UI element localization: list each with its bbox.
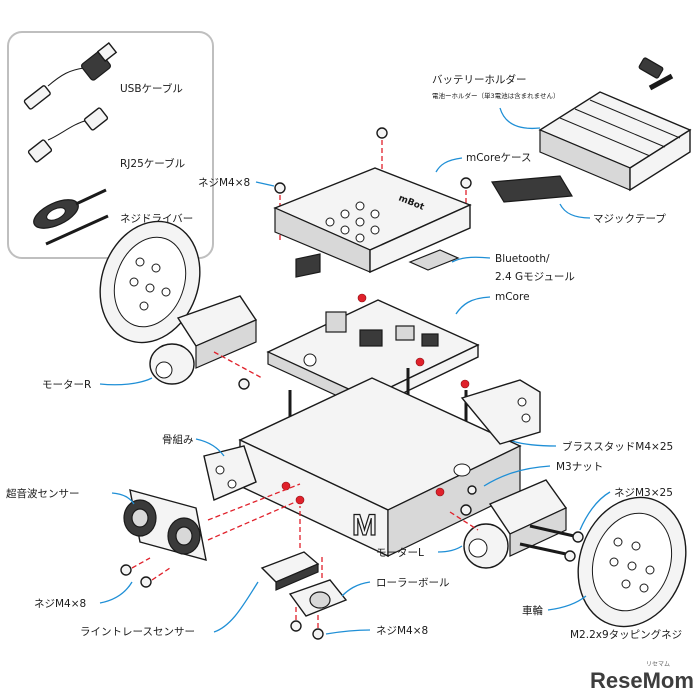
motor-r-label: モーターR [42,379,91,391]
motor-l-label: モーターL [376,547,424,559]
mcore-case-leader [435,157,463,173]
roller-ball-illustration [288,579,348,617]
magic-tape-label: マジックテープ [593,213,666,225]
accessories-inset: USBケーブル RJ25ケーブル ネジドライバー [7,31,214,259]
mcore-case-label: mCoreケース [466,152,532,164]
mcore-case-illustration: mBot [273,167,472,274]
line-trace-leader [213,581,259,633]
screw-left-leader [99,581,133,604]
bluetooth-module-illustration [408,249,460,271]
motor-r-illustration [149,295,258,385]
wheel-label: 車輪 [522,604,543,617]
frame-leader [195,438,225,457]
motor-l-illustration [463,479,568,569]
screw-bottom-leader [325,629,371,635]
wheel-left-illustration [99,220,201,344]
left-screws [120,564,152,588]
line-trace-sensor-illustration [260,551,320,591]
screw-m4x8-left-label: ネジM4×8 [34,598,86,610]
battery-holder-illustration [538,57,692,192]
ultrasonic-label: 超音波センサー [6,487,80,500]
frame-logo: M [352,509,377,542]
bluetooth-leader [451,256,491,263]
rj25-cable-label: RJ25ケーブル [120,157,185,170]
ultrasonic-sensor-illustration [123,489,207,561]
bottom-screws [290,620,324,640]
m3-nut-label: M3ナット [556,461,603,473]
mcore-label: mCore [495,291,530,303]
long-screws [519,524,584,562]
tapping-screw-label: M2.2x9タッピングネジ [570,628,682,641]
dash-ultra-2 [207,499,301,541]
bluetooth-label-line2: 2.4 Gモジュール [495,271,575,283]
motor-r-nut [238,378,250,390]
frame-label: 骨組み [162,433,194,446]
usb-cable-illustration [23,41,118,110]
mcore-leader [455,296,491,315]
wheel-right-illustration [577,496,687,628]
usb-cable-label: USBケーブル [120,82,183,95]
roller-ball-leader [341,581,371,597]
dash-motor-r [213,351,263,379]
battery-holder-label: バッテリーホルダー [432,73,527,86]
m3-nut-leader [483,465,551,487]
magic-tape-leader [559,203,591,219]
screw-m3x25-leader [579,491,611,531]
bluetooth-label-line1: Bluetooth/ [495,253,550,265]
top-screws [274,127,472,194]
battery-holder-note: 電池ーホルダー（単3電池は含まれません） [432,91,559,100]
watermark-ruby: リセマム [646,661,670,668]
dash-left-screw-2 [151,567,171,581]
screw-top-leader [255,181,275,187]
dash-left-screw-1 [131,557,151,569]
watermark-brand: ReseMom [590,668,694,693]
magic-tape-illustration [490,175,574,203]
dash-ultra-1 [207,483,301,521]
motor-l-leader [437,545,463,553]
screw-m4x8-top-label: ネジM4×8 [198,177,250,189]
m3-nut-illustration [467,485,477,495]
motor-r-leader [99,377,153,386]
dash-motor-l [449,511,479,531]
wheel-leader [547,595,587,611]
battery-holder-leader [499,107,541,130]
screw-m3x25-label: ネジM3×25 [614,487,673,499]
screw-m4x8-bottom-label: ネジM4×8 [376,625,428,637]
line-trace-sensor-label: ライントレースセンサー [80,626,195,638]
roller-ball-label: ローラーボール [376,577,450,589]
frame-illustration: M [203,377,541,558]
ultrasonic-leader [111,492,135,505]
screwdriver-label: ネジドライバー [120,213,193,225]
motor-l-nut [460,504,472,516]
screwdriver-illustration [33,188,109,246]
brass-standoff-label: ブラススタッドM4×25 [562,440,673,453]
rj25-cable-illustration [27,107,109,163]
resemom-watermark: リセマム ReseMom [590,661,694,693]
